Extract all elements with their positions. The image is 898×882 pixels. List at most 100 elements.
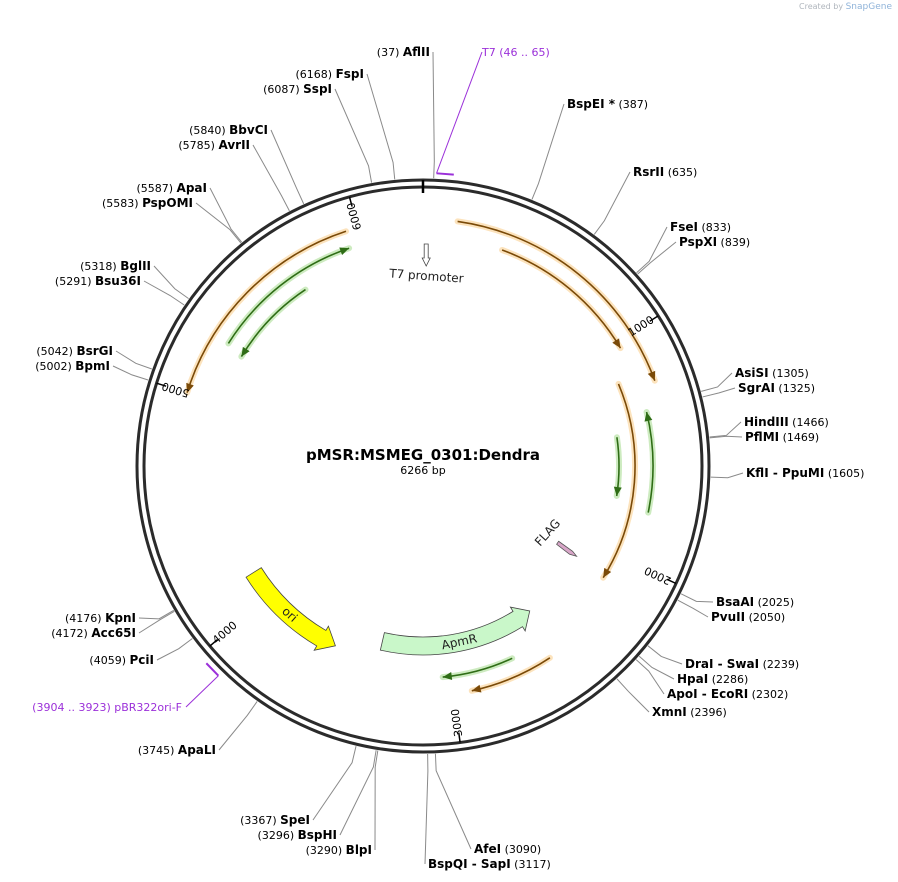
restriction-site[interactable]: ApoI - EcoRI (2302) xyxy=(635,659,788,701)
restriction-site[interactable]: (5042) BsrGI xyxy=(36,344,152,370)
site-label[interactable]: (3745) ApaLI xyxy=(138,743,216,757)
site-label[interactable]: ApoI - EcoRI (2302) xyxy=(667,687,788,701)
site-label[interactable]: (5291) Bsu36I xyxy=(55,274,141,288)
site-label[interactable]: (37) AflII xyxy=(377,45,430,59)
site-label[interactable]: (5587) ApaI xyxy=(136,181,207,195)
primers[interactable]: T7 (46 .. 65) (3904 .. 3923) pBR322ori-F xyxy=(32,46,550,714)
orf-arc xyxy=(645,411,654,513)
restriction-site[interactable]: PflMI (1469) xyxy=(709,430,820,444)
site-leader-line xyxy=(531,103,565,200)
primer-leader-line xyxy=(185,675,219,708)
site-name: Bsu36I xyxy=(95,274,141,288)
restriction-site[interactable]: (37) AflII xyxy=(377,45,435,179)
site-name: PflMI xyxy=(745,430,779,444)
restriction-site[interactable]: HpaI (2286) xyxy=(638,655,748,686)
restriction-site[interactable]: (4172) Acc65I xyxy=(51,610,175,640)
site-label[interactable]: PvuII (2050) xyxy=(711,610,785,624)
site-label[interactable]: FseI (833) xyxy=(670,220,731,234)
site-label[interactable]: KflI - PpuMI (1605) xyxy=(746,466,864,480)
site-label[interactable]: XmnI (2396) xyxy=(652,705,727,719)
site-position: (37) xyxy=(377,46,403,59)
feature-ori[interactable] xyxy=(245,567,336,651)
restriction-site[interactable]: (3367) SpeI xyxy=(240,745,357,827)
site-label[interactable]: (5318) BglII xyxy=(80,259,151,273)
site-label[interactable]: DraI - SwaI (2239) xyxy=(685,657,799,671)
restriction-site[interactable]: (4176) KpnI xyxy=(65,609,175,625)
site-label[interactable]: BspQI - SapI (3117) xyxy=(428,857,551,871)
site-label[interactable]: (4172) Acc65I xyxy=(51,626,136,640)
site-label[interactable]: HpaI (2286) xyxy=(677,672,748,686)
restriction-site[interactable]: (5840) BbvCI xyxy=(189,123,305,205)
site-label[interactable]: BsaAI (2025) xyxy=(716,595,794,609)
site-label[interactable]: (5583) PspOMI xyxy=(102,196,193,210)
restriction-site[interactable]: PvuII (2050) xyxy=(677,599,785,624)
restriction-site[interactable]: (5318) BglII xyxy=(80,259,189,300)
site-label[interactable]: (5002) BpmI xyxy=(35,359,110,373)
site-label[interactable]: PflMI (1469) xyxy=(745,430,819,444)
restriction-site[interactable]: (5583) PspOMI xyxy=(102,196,242,244)
site-position: (4172) xyxy=(51,627,91,640)
site-position: (1469) xyxy=(779,431,819,444)
site-label[interactable]: AfeI (3090) xyxy=(474,842,541,856)
site-label[interactable]: PspXI (839) xyxy=(679,235,750,249)
restriction-site[interactable]: (5587) ApaI xyxy=(136,181,243,243)
restriction-site[interactable]: BspEI * (387) xyxy=(531,97,648,200)
restriction-site[interactable]: AsiSI (1305) xyxy=(701,366,809,392)
orf-arc-arrowhead xyxy=(647,370,656,381)
site-label[interactable]: (5042) BsrGI xyxy=(36,344,113,358)
restriction-site[interactable]: HindIII (1466) xyxy=(709,415,829,438)
restriction-site[interactable]: (6087) SspI xyxy=(263,82,373,183)
restriction-site[interactable]: (4059) PciI xyxy=(89,638,193,667)
site-leader-line xyxy=(635,659,665,695)
restriction-site[interactable]: (5291) Bsu36I xyxy=(55,274,185,306)
site-leader-line xyxy=(434,753,472,850)
restriction-site[interactable]: DraI - SwaI (2239) xyxy=(647,645,799,671)
primer-pbr322ori-f[interactable]: (3904 .. 3923) pBR322ori-F xyxy=(32,662,220,714)
plasmid-size: 6266 bp xyxy=(400,464,445,477)
site-name: PspOMI xyxy=(142,196,193,210)
site-label[interactable]: (3296) BspHI xyxy=(258,828,337,842)
primer-label[interactable]: (3904 .. 3923) pBR322ori-F xyxy=(32,701,182,714)
site-leader-line xyxy=(636,226,668,274)
restriction-site[interactable]: BspQI - SapI (3117) xyxy=(424,753,551,871)
site-label[interactable]: (6087) SspI xyxy=(263,82,332,96)
site-label[interactable]: RsrII (635) xyxy=(633,165,697,179)
site-leader-line xyxy=(701,372,733,392)
site-label[interactable]: (4059) PciI xyxy=(89,653,154,667)
primer-t7[interactable]: T7 (46 .. 65) xyxy=(436,46,550,176)
site-label[interactable]: SgrAI (1325) xyxy=(738,381,815,395)
restriction-site[interactable]: RsrII (635) xyxy=(593,165,697,235)
site-label[interactable]: (5840) BbvCI xyxy=(189,123,268,137)
feature-t7-promoter[interactable] xyxy=(421,243,431,267)
site-label[interactable]: (3367) SpeI xyxy=(240,813,310,827)
primer-label[interactable]: T7 (46 .. 65) xyxy=(481,46,550,59)
site-label[interactable]: BspEI * (387) xyxy=(567,97,648,111)
site-name: SspI xyxy=(303,82,332,96)
restriction-site[interactable]: BsaAI (2025) xyxy=(680,593,794,609)
restriction-site[interactable]: (3745) ApaLI xyxy=(138,701,258,757)
site-leader-line xyxy=(153,265,189,300)
restriction-site[interactable]: (6168) FspI xyxy=(296,67,396,180)
restriction-sites[interactable]: (37) AflII (6168) FspI(6087) SspI BspEI * … xyxy=(35,45,864,871)
site-label[interactable]: (5785) AvrII xyxy=(178,138,250,152)
restriction-site[interactable]: PspXI (839) xyxy=(637,235,750,275)
site-label[interactable]: (6168) FspI xyxy=(296,67,364,81)
restriction-site[interactable]: KflI - PpuMI (1605) xyxy=(710,466,865,480)
feature-flag[interactable] xyxy=(556,540,578,557)
site-position: (5583) xyxy=(102,197,142,210)
site-label[interactable]: (4176) KpnI xyxy=(65,611,136,625)
site-position: (5291) xyxy=(55,275,95,288)
restriction-site[interactable]: (5002) BpmI xyxy=(35,359,149,381)
feature-apmr[interactable] xyxy=(379,606,531,656)
restriction-site[interactable]: (3296) BspHI xyxy=(258,750,377,842)
restriction-site[interactable]: SgrAI (1325) xyxy=(702,381,815,398)
restriction-site[interactable]: (3290) BlpI xyxy=(306,750,379,857)
site-label[interactable]: HindIII (1466) xyxy=(744,415,829,429)
site-label[interactable]: (3290) BlpI xyxy=(306,843,372,857)
restriction-site[interactable]: FseI (833) xyxy=(636,220,731,274)
restriction-site[interactable]: XmnI (2396) xyxy=(616,678,727,719)
site-label[interactable]: AsiSI (1305) xyxy=(735,366,809,380)
restriction-site[interactable]: (5785) AvrII xyxy=(178,138,290,212)
restriction-site[interactable]: AfeI (3090) xyxy=(434,753,541,856)
site-position: (3367) xyxy=(240,814,280,827)
